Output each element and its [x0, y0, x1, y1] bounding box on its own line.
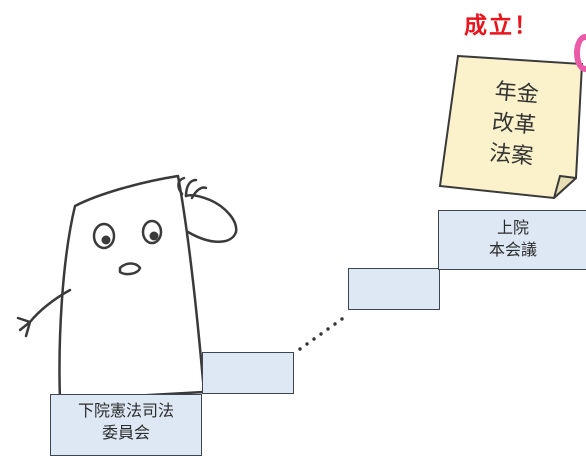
partial-pink-glyph [574, 34, 586, 72]
step-lower-committee: 下院憲法司法 委員会 [50, 394, 202, 456]
step-label: 委員会 [101, 423, 150, 442]
step-label: 本会議 [488, 240, 537, 259]
step-label: 下院憲法司法 [77, 401, 174, 420]
progress-dots [298, 317, 344, 351]
document-character [16, 174, 238, 414]
step-2 [202, 352, 294, 394]
step-upper-plenary: 上院 本会議 [438, 210, 586, 270]
status-label: 成立！ [464, 13, 539, 39]
bill-note-text: 年金 改革 法案 [468, 75, 560, 175]
bill-note [438, 54, 584, 200]
step-label: 上院 [496, 218, 529, 237]
step-3 [348, 268, 440, 310]
